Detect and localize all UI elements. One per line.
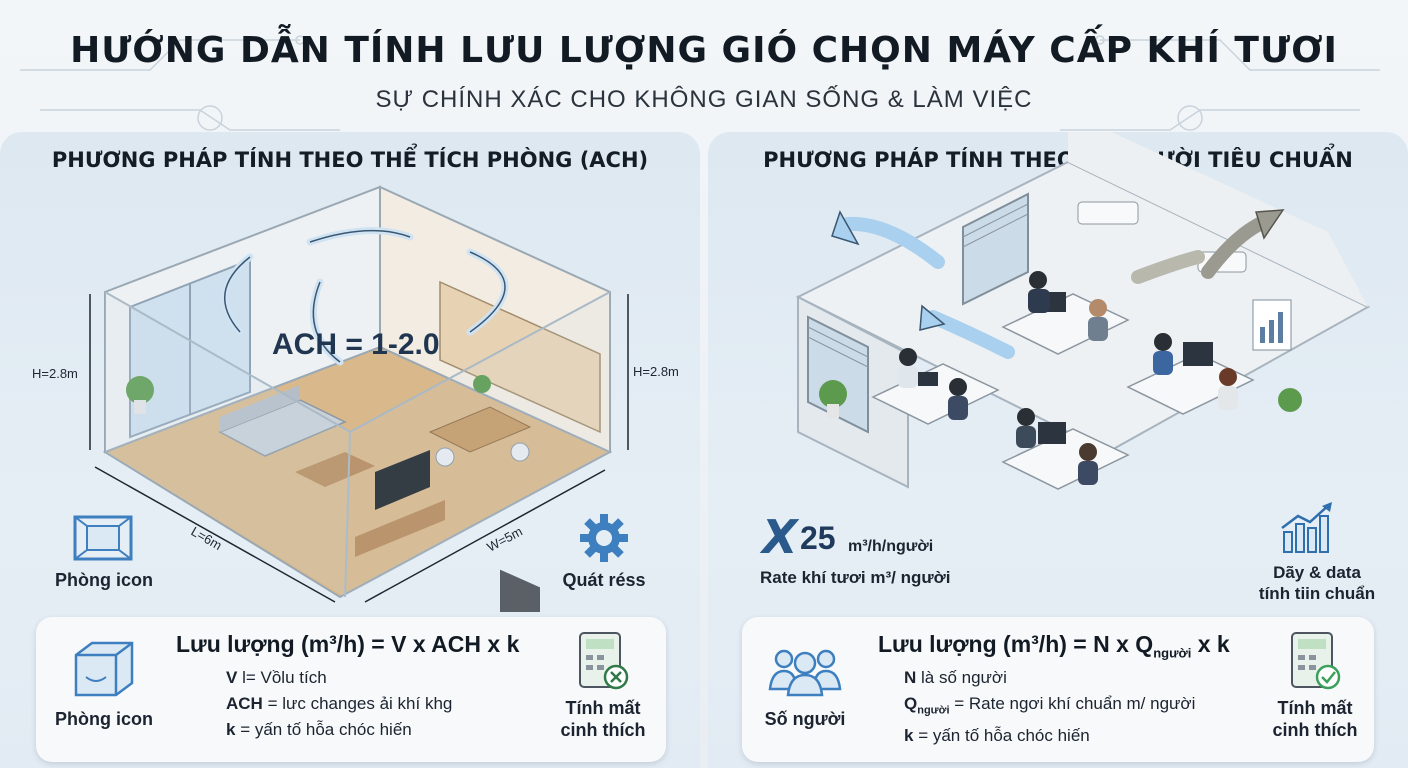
data-label: Dãy & data tính tiin chuẩn (1258, 563, 1376, 603)
office-window-icon (962, 192, 1029, 306)
office-desks (871, 293, 1255, 490)
ach-formula-definitions: V l= Vồlu tích ACH = lưc changes ải khí … (226, 665, 452, 743)
air-conditioner-icon (1077, 201, 1139, 225)
volume-box-outline (104, 291, 611, 598)
dim-width: W=5m (484, 524, 525, 555)
page-title: HƯỚNG DẪN TÍNH LƯU LƯỢNG GIÓ CHỌN MÁY CẤ… (70, 30, 1338, 71)
ach-method-panel: PHƯƠNG PHÁP TÍNH THEO THỂ TÍCH PHÒNG (AC… (0, 132, 700, 768)
ach-formula-box: Phòng icon Lưu lượng (m³/h) = V x ACH x … (36, 617, 666, 762)
def-ach: ACH = lưc changes ải khí khg (226, 694, 453, 713)
cube-icon (74, 641, 134, 697)
room-outline-icon (73, 515, 133, 561)
calculator-check-label: Tính mất cinh thích (1272, 698, 1358, 740)
room-illustration: ACH = 1-2.0 H=2.8m H=2.8m L=6m W=5m (32, 185, 679, 612)
ach-panel-title: PHƯƠNG PHÁP TÍNH THEO THỂ TÍCH PHÒNG (AC… (51, 148, 649, 172)
dim-height-right: H=2.8m (633, 364, 679, 379)
dining-table-icon (428, 406, 532, 453)
def-q: Qngười = Rate ngơi khí chuẩn m/ người (904, 694, 1196, 717)
rate-label: Rate khí tươi m³/ người (760, 568, 951, 587)
def-v: V l= Vồlu tích (226, 668, 327, 687)
office-illustration (795, 132, 1371, 490)
occupancy-formula-main: Lưu lượng (m³/h) = N x Qngười x k (878, 631, 1230, 661)
kitchen-cabinets (439, 280, 601, 434)
calculator-label: Tính mất cinh thích (560, 698, 646, 740)
occupancy-formula-box: Số người Lưu lượng (m³/h) = N x Qngười x… (742, 617, 1374, 762)
room-icon-label: Phòng icon (55, 570, 153, 590)
multiplier-x: X (762, 510, 798, 564)
def-k: k = yấn tố hỗa chóc hiến (226, 720, 412, 739)
cube-icon-label: Phòng icon (55, 709, 153, 729)
circuit-background (20, 35, 1380, 131)
airflow-arrow-outlines (224, 229, 506, 363)
coffee-table-icon (295, 452, 375, 487)
plant-icon (126, 376, 154, 404)
bar-chart-icon (1281, 502, 1332, 553)
page-subtitle: SỰ CHÍNH XÁC CHO KHÔNG GIAN SỐNG & LÀM V… (375, 86, 1033, 113)
occupancy-formula-definitions: N là số người Qngười = Rate ngơi khí chu… (904, 665, 1195, 749)
office-plant-icon (819, 380, 847, 408)
tv-stand-icon (355, 500, 445, 557)
rate-unit: m³/h/người (848, 538, 934, 555)
ach-formula-main: Lưu lượng (m³/h) = V x ACH x k (176, 631, 520, 657)
gear-icon-label: Quát réss (562, 570, 646, 590)
office-airflow-arrows (841, 213, 1275, 359)
dimension-lines (89, 294, 629, 603)
calculator-check-icon (1291, 632, 1341, 690)
rate-value: 25 (800, 520, 836, 556)
dim-height-left: H=2.8m (32, 366, 78, 381)
people-icons (898, 271, 1238, 485)
people-group-icon (768, 649, 842, 697)
def-n: N là số người (904, 668, 1007, 687)
gear-icon (580, 514, 628, 562)
people-group-label: Số người (764, 709, 846, 729)
oven-icon (500, 569, 540, 612)
ach-value-label: ACH = 1-2.0 (272, 328, 440, 361)
tv-icon (375, 450, 430, 510)
occupancy-method-panel: PHƯƠNG PHÁP TÍNH THEO SỐ NGƯỜI TIÊU CHUẨ… (708, 132, 1408, 768)
calculator-cross-icon (579, 632, 629, 690)
dim-length: L=6m (189, 524, 225, 553)
def-k2: k = yấn tố hỗa chóc hiến (904, 726, 1090, 746)
